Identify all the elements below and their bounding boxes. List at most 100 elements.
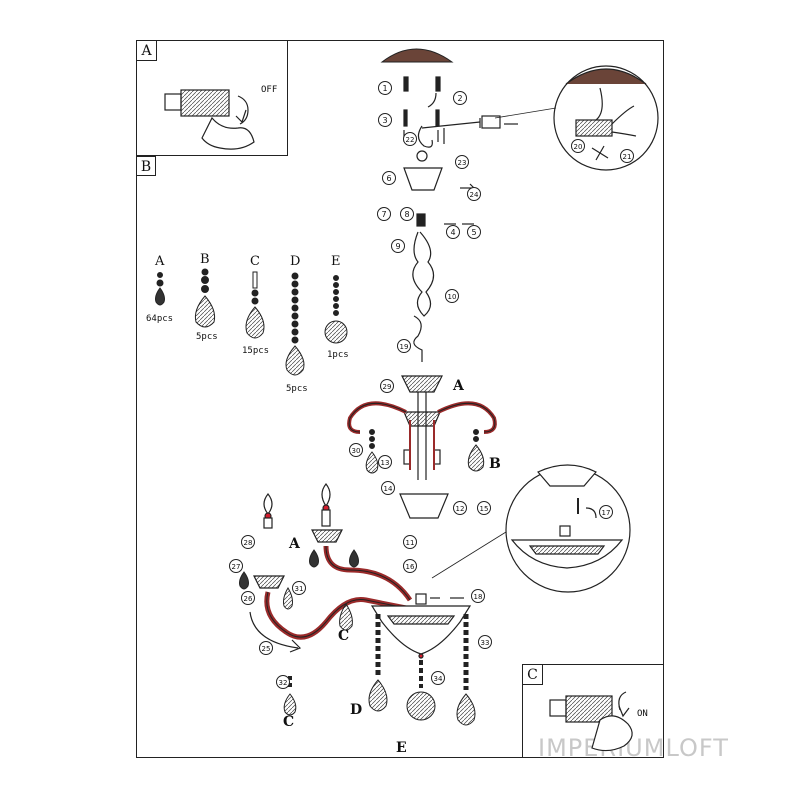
- callout-13: 13: [378, 455, 392, 469]
- callout-label: 5: [471, 228, 476, 237]
- switch-off-label: OFF: [261, 85, 278, 95]
- arm-crystals-icon: [239, 549, 359, 631]
- callout-label: 29: [383, 383, 392, 391]
- legend-qty-c: 15pcs: [242, 346, 270, 356]
- callout-5: 5: [467, 225, 481, 239]
- panel-c-tag: C: [523, 665, 543, 685]
- callout-label: 17: [602, 509, 611, 517]
- crystal-d-icon: [285, 272, 305, 376]
- callout-19: 19: [397, 339, 411, 353]
- callout-label: 31: [295, 585, 304, 593]
- legend-qty-a: 64pcs: [146, 314, 174, 324]
- arm-letter-c: C: [338, 628, 350, 644]
- long-crystal-strands-icon: [283, 614, 476, 726]
- callout-10: 10: [445, 289, 459, 303]
- crystal-a-icon: [155, 272, 165, 306]
- callout-label: 20: [574, 143, 583, 151]
- callout-label: 21: [623, 153, 632, 161]
- crystal-c-icon: [245, 271, 265, 339]
- callout-label: 32: [279, 679, 288, 687]
- callout-label: 19: [400, 343, 409, 351]
- callout-34: 34: [431, 671, 445, 685]
- legend-qty-b: 5pcs: [196, 332, 218, 342]
- callout-label: 6: [386, 174, 391, 183]
- callout-label: 3: [382, 116, 387, 125]
- callout-16: 16: [403, 559, 417, 573]
- panel-a-tag: A: [137, 41, 157, 61]
- legend-letter-d: D: [290, 254, 301, 269]
- callout-28: 28: [241, 535, 255, 549]
- callout-25: 25: [259, 641, 273, 655]
- callout-3: 3: [378, 113, 392, 127]
- callout-label: 4: [450, 228, 455, 237]
- chain-icon: [403, 150, 443, 362]
- callout-label: 14: [384, 485, 393, 493]
- callout-label: 7: [381, 210, 386, 219]
- callout-32: 32: [276, 675, 290, 689]
- watermark-part2: LOFT: [665, 734, 729, 762]
- legend-letter-a: A: [155, 254, 165, 269]
- callout-8: 8: [400, 207, 414, 221]
- legend-qty-e: 1pcs: [327, 350, 349, 360]
- callout-label: 8: [404, 210, 409, 219]
- callout-label: 2: [457, 94, 462, 103]
- callout-22: 22: [403, 132, 417, 146]
- callout-9: 9: [391, 239, 405, 253]
- arm-letter-a: A: [289, 536, 300, 552]
- hand-switch-off-icon: [164, 89, 255, 150]
- callout-11: 11: [403, 535, 417, 549]
- callout-33: 33: [478, 635, 492, 649]
- bowl-detail-icon: [431, 464, 631, 593]
- bottom-letter-e: E: [396, 740, 407, 756]
- callout-14: 14: [381, 481, 395, 495]
- callout-27: 27: [229, 559, 243, 573]
- ceiling-dome-icon: [380, 48, 454, 63]
- callout-label: 15: [480, 505, 489, 513]
- callout-17: 17: [599, 505, 613, 519]
- callout-label: 30: [352, 447, 361, 455]
- callout-21: 21: [620, 149, 634, 163]
- panel-b-tag: B: [136, 156, 156, 176]
- callout-label: 34: [434, 675, 443, 683]
- legend-qty-d: 5pcs: [286, 384, 308, 394]
- callout-7: 7: [377, 207, 391, 221]
- candle-bulb-icon: [263, 483, 331, 529]
- legend-letter-b: B: [200, 252, 210, 267]
- callout-label: 24: [470, 191, 479, 199]
- instruction-frame: [136, 40, 664, 758]
- callout-12: 12: [453, 501, 467, 515]
- crystal-e-icon: [324, 275, 348, 344]
- crystal-b-icon: [194, 268, 216, 328]
- callout-label: 12: [456, 505, 465, 513]
- callout-4: 4: [446, 225, 460, 239]
- upper-crystal-b-icon: [365, 429, 485, 474]
- ceiling-hardware-icon: [403, 76, 518, 148]
- callout-label: 1: [382, 84, 387, 93]
- callout-30: 30: [349, 443, 363, 457]
- callout-18: 18: [471, 589, 485, 603]
- bottom-letter-d: D: [350, 702, 363, 718]
- callout-31: 31: [292, 581, 306, 595]
- legend-letter-e: E: [331, 254, 341, 269]
- upper-arm-icon: [347, 401, 497, 470]
- callout-label: 9: [395, 242, 400, 251]
- callout-23: 23: [455, 155, 469, 169]
- callout-24: 24: [467, 187, 481, 201]
- bottom-letter-c: C: [283, 714, 295, 730]
- arrow-indicators-icon: [403, 118, 597, 599]
- callout-label: 25: [262, 645, 271, 653]
- callout-label: 28: [244, 539, 253, 547]
- callout-label: 11: [406, 539, 415, 547]
- callout-29: 29: [380, 379, 394, 393]
- callout-1: 1: [378, 81, 392, 95]
- switch-on-label: ON: [637, 709, 648, 719]
- candle-arm-icon: [249, 529, 413, 653]
- callout-label: 26: [244, 595, 253, 603]
- hand-switch-on-icon: [549, 691, 633, 752]
- callout-20: 20: [571, 139, 585, 153]
- upper-letter-b: B: [489, 456, 501, 472]
- callout-label: 18: [474, 593, 483, 601]
- callout-label: 27: [232, 563, 241, 571]
